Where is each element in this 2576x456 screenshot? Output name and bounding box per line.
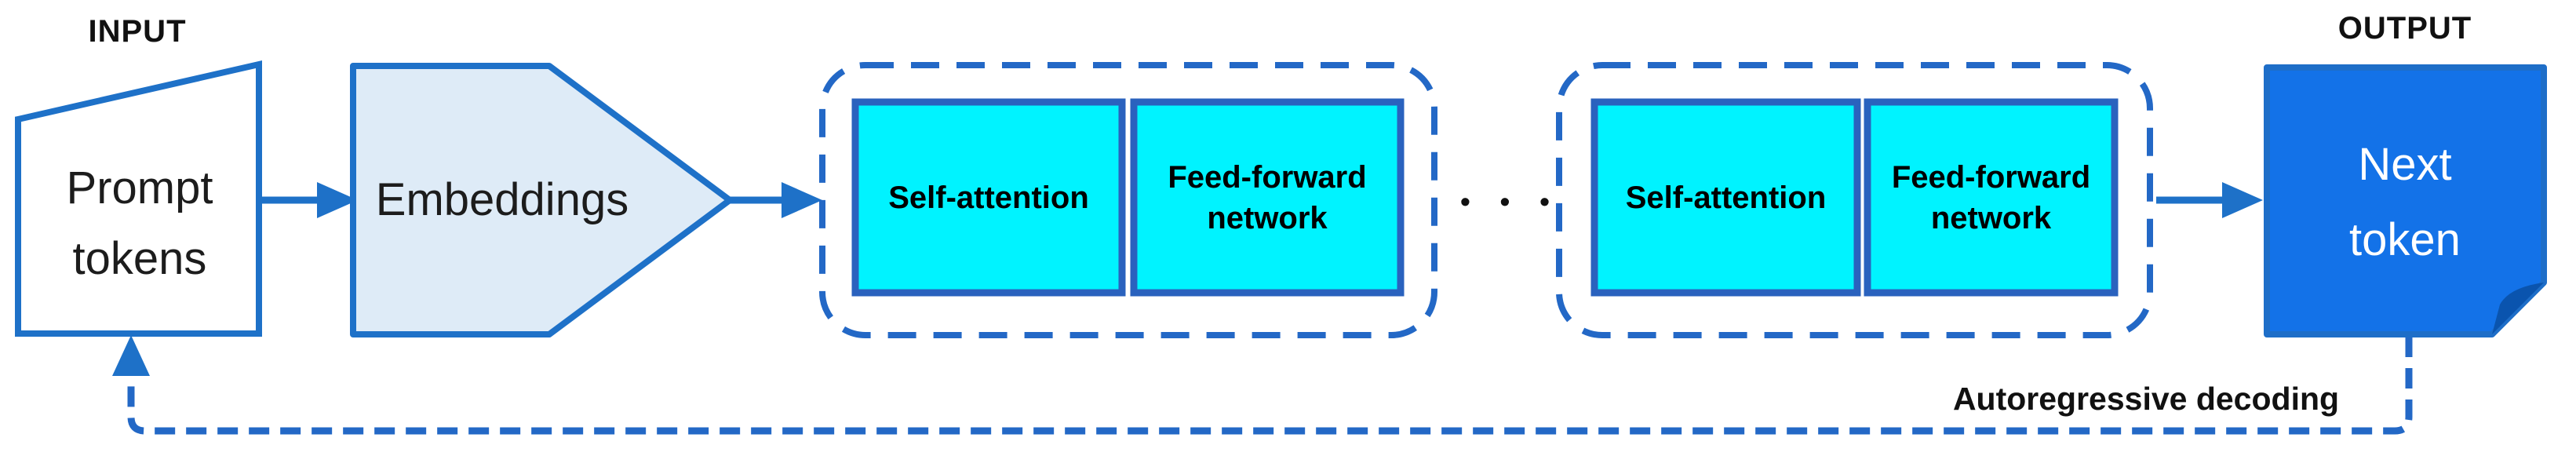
self-attention2-label: Self-attention bbox=[1625, 180, 1827, 215]
input-caption: INPUT bbox=[88, 13, 187, 49]
arrow-embeddings-to-block1-head-icon bbox=[782, 182, 822, 218]
prompt-tokens-shape bbox=[15, 60, 262, 337]
self-attention2-box bbox=[1590, 98, 1861, 297]
autoregressive-decoding-caption: Autoregressive decoding bbox=[1952, 380, 2340, 417]
feedback-loop-path bbox=[127, 337, 2413, 435]
output-caption: OUTPUT bbox=[2337, 10, 2472, 46]
embeddings-shape bbox=[350, 63, 733, 337]
arrow-prompt-to-embeddings-head-icon bbox=[317, 182, 358, 218]
self-attention1-box bbox=[851, 98, 1126, 297]
feedback-arrowhead-icon bbox=[112, 335, 150, 376]
transformer-block1-outline bbox=[819, 62, 1437, 338]
embeddings-label: Embeddings bbox=[375, 174, 629, 226]
next-token-label: Next token bbox=[2349, 139, 2461, 265]
transformer-block2-outline bbox=[1556, 62, 2153, 338]
self-attention1-label: Self-attention bbox=[888, 180, 1089, 215]
feed-forward2-box bbox=[1864, 98, 2119, 297]
feed-forward2-label: Feed-forward network bbox=[1891, 159, 2091, 235]
feed-forward1-box bbox=[1130, 98, 1405, 297]
arrow-block2-to-next-token-head-icon bbox=[2222, 182, 2263, 218]
prompt-tokens-label: Prompt tokens bbox=[66, 162, 213, 284]
feed-forward1-label: Feed-forward network bbox=[1168, 159, 1367, 235]
next-token-page-fold-icon bbox=[2492, 283, 2544, 334]
more-layers-ellipsis: • • • bbox=[1460, 185, 1561, 217]
